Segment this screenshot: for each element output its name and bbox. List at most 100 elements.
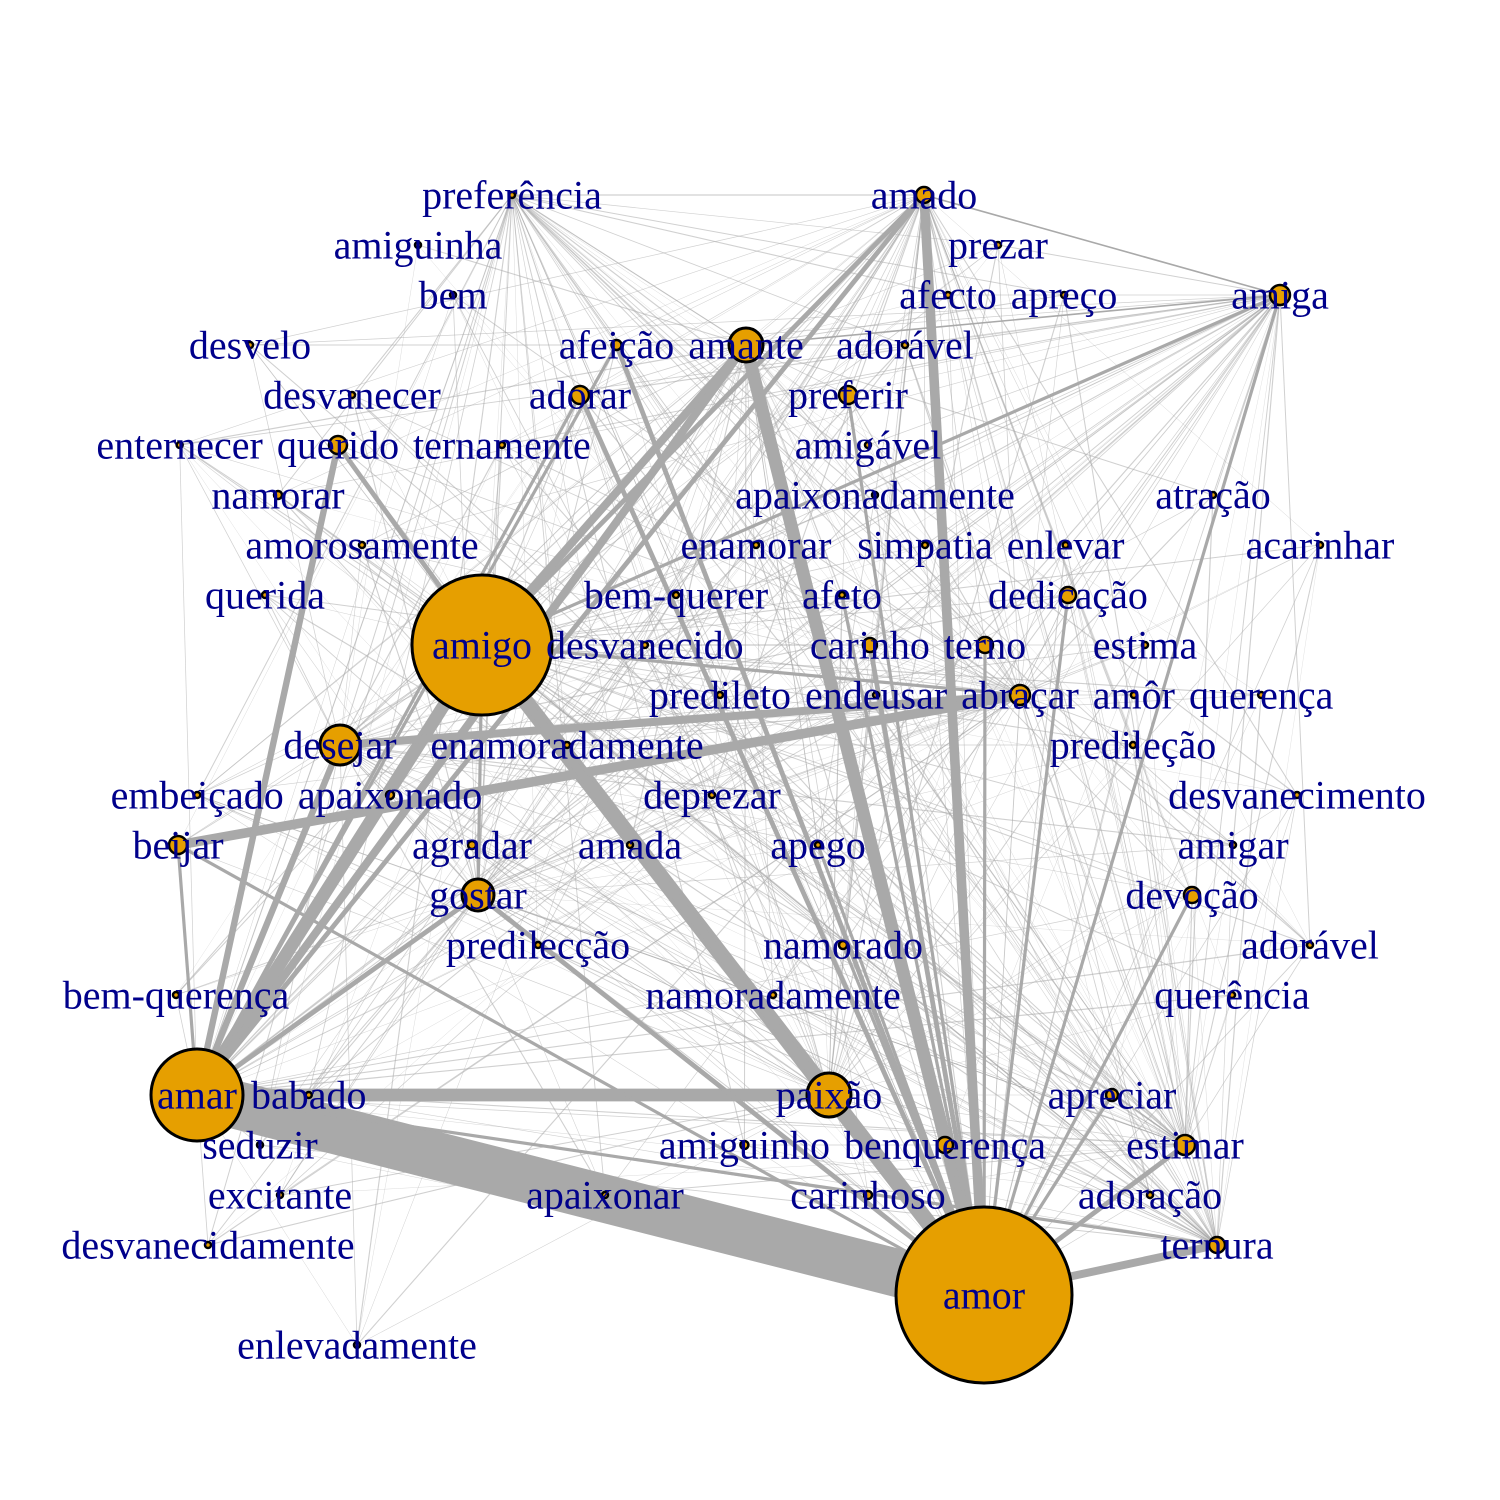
edge [196,744,1134,1096]
node-apaixonado[interactable] [384,789,396,801]
node-enlevadamente[interactable] [352,1340,362,1350]
node-seduzir[interactable] [255,1140,265,1150]
node-label-carinho: carinho [810,623,930,668]
node-abracar[interactable] [1008,683,1032,707]
node-enternecer[interactable] [175,440,184,450]
node-querida[interactable] [260,590,270,600]
node-enamoradamente[interactable] [562,740,572,750]
edge [923,194,1135,696]
node-label-dedicacao: dedicação [988,573,1148,618]
edge [644,194,925,646]
node-amante[interactable] [727,326,765,364]
node-apaixonar[interactable] [600,1190,610,1200]
node-acarinhar[interactable] [1315,540,1325,550]
node-enamorar[interactable] [751,540,761,550]
node-estimar[interactable] [1173,1133,1197,1157]
edge [339,744,358,1346]
node-dedicacao[interactable] [1058,585,1078,605]
node-bem[interactable] [448,290,458,300]
node-devocao[interactable] [1182,885,1202,905]
node-label-namorado: namorado [763,923,923,968]
node-apego[interactable] [813,840,823,850]
node-namorar[interactable] [272,489,284,501]
edge [772,294,1281,996]
node-gostar[interactable] [460,877,496,913]
node-benquerenca[interactable] [935,1135,955,1155]
node-bemquerer[interactable] [671,590,681,600]
edge [277,194,513,496]
node-carinhoso[interactable] [862,1189,874,1201]
node-adorar[interactable] [569,384,591,406]
edge [196,994,1233,1096]
node-paixao[interactable] [805,1071,853,1119]
node-desvanecer[interactable] [347,390,357,400]
edge [339,744,473,846]
node-amigavel[interactable] [863,440,873,450]
edge [745,344,876,496]
node-endeusar[interactable] [871,690,881,700]
node-amada[interactable] [625,840,635,850]
edge [511,194,1262,696]
node-terno[interactable] [975,635,995,655]
edge-amante-amiga [745,294,1281,346]
edge [471,344,747,846]
node-afeicao[interactable] [610,338,623,352]
node-amorosamente[interactable] [357,540,367,550]
node-namorado[interactable] [837,939,849,951]
node-afecto[interactable] [943,290,953,300]
node-predilecao[interactable] [1128,740,1138,750]
node-amor2[interactable] [1129,690,1139,700]
node-embeicado[interactable] [192,790,202,800]
node-amiguinha[interactable] [413,240,423,250]
node-querencia[interactable] [1227,990,1237,1000]
node-namoradamente[interactable] [768,990,778,1000]
node-ternura[interactable] [1207,1235,1227,1255]
node-amor[interactable] [894,1205,1074,1385]
node-babado[interactable] [304,1090,313,1100]
node-apreco[interactable] [1059,290,1069,300]
node-amado[interactable] [914,185,934,205]
node-ternamente[interactable] [497,440,507,450]
node-preferir[interactable] [837,384,859,406]
node-desvanecido[interactable] [640,640,650,650]
edge [947,294,1021,696]
node-amiga[interactable] [1268,283,1292,307]
node-amoravel[interactable] [900,340,910,350]
node-desvelo[interactable] [245,340,255,350]
node-enlevar[interactable] [1061,540,1070,550]
edge [196,1094,358,1346]
node-querido[interactable] [327,434,349,456]
node-desejar[interactable] [318,723,362,767]
node-amigo[interactable] [410,573,554,717]
edge [511,194,539,946]
node-apreciar[interactable] [1104,1087,1120,1103]
node-prezar[interactable] [993,240,1003,250]
node-apaixonadamente[interactable] [870,490,880,500]
node-excitante[interactable] [275,1190,285,1200]
node-estima[interactable] [1140,640,1150,650]
node-querenca[interactable] [1256,690,1266,700]
edge [867,1144,1186,1196]
node-bemquerenca[interactable] [171,990,181,1000]
node-carinho[interactable] [861,636,879,654]
node-preferencia[interactable] [507,190,517,200]
node-predileccao[interactable] [533,940,543,950]
node-adoracao[interactable] [1145,1190,1155,1200]
node-deprezar[interactable] [707,790,717,800]
node-label-bemquerenca: bem-querença [63,973,290,1018]
node-adoravel[interactable] [1305,940,1315,950]
edge [501,344,747,446]
edge-amor-terno [982,644,987,1296]
node-agradar[interactable] [466,839,478,851]
node-amar[interactable] [149,1047,245,1143]
node-simpatia[interactable] [920,540,930,550]
edge [501,444,1218,1246]
node-desvanecimento[interactable] [1292,790,1302,800]
node-amiguinho[interactable] [739,1139,750,1151]
node-amigar[interactable] [1228,840,1238,850]
node-beijar[interactable] [167,834,189,856]
node-desvanecidamente[interactable] [203,1240,213,1250]
node-predileto[interactable] [715,690,725,700]
node-atracao[interactable] [1208,490,1218,500]
node-afeto[interactable] [837,590,847,600]
